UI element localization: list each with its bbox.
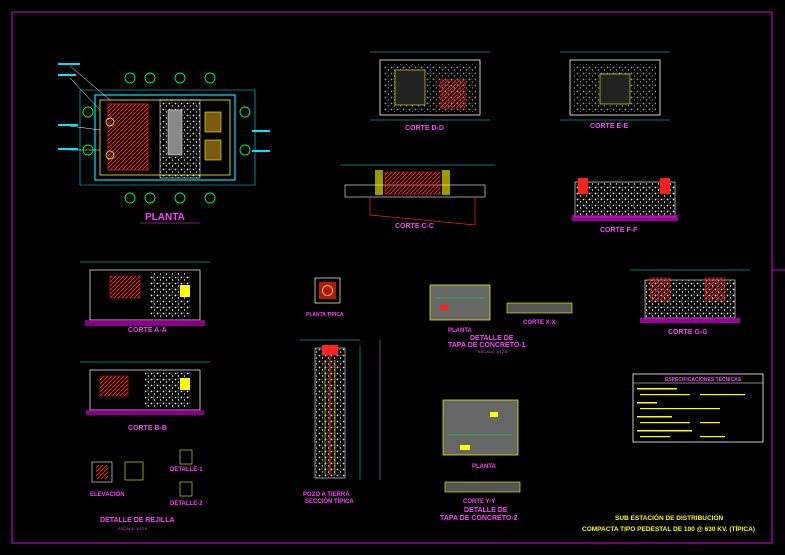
- corte-dd-view: CORTE D-D: [370, 51, 490, 132]
- tapa2-title-b: TAPA DE CONCRETO-2: [440, 515, 518, 522]
- corte-aa-title: CORTE A-A: [128, 327, 167, 334]
- tapa1-group: PLANTA CORTE X-X DETALLE DE TAPA DE CONC…: [429, 284, 573, 354]
- sheet-title-line1: SUB ESTACIÓN DE DISTRIBUCIÓN: [615, 513, 724, 522]
- corte-cc-view: CORTE C-C: [340, 164, 495, 230]
- tapa1-title-a: DETALLE DE: [470, 335, 514, 342]
- detalle-rejilla-scale: ESCALA: 1/12.5: [118, 526, 148, 531]
- sheet-border: [11, 11, 773, 544]
- sheet-title-line2: COMPACTA TIPO PEDESTAL DE 100 @ 630 KV. …: [582, 524, 755, 533]
- elevacion-title: ELEVACIÓN: [90, 490, 125, 498]
- detalle2-title: DETALLE-2: [170, 501, 203, 507]
- detalle-rejilla-title: DETALLE DE REJILLA: [100, 517, 175, 524]
- tapa2-title-a: DETALLE DE: [464, 507, 508, 514]
- sheet-title: SUB ESTACIÓN DE DISTRIBUCIÓN COMPACTA TI…: [582, 513, 755, 533]
- specs-title: ESPECIFICACIONES TÉCNICAS: [665, 375, 742, 383]
- corte-cc-title: CORTE C-C: [395, 223, 434, 230]
- corte-gg-title: CORTE G-G: [668, 329, 708, 336]
- corte-ff-title: CORTE F-F: [600, 227, 638, 234]
- planta-tipica-title: PLANTA TIPICA: [306, 312, 344, 318]
- planta-small-title: PLANTA: [448, 328, 473, 334]
- tapa1-scale: ESCALA: 1/12.5: [478, 349, 508, 354]
- planta-small2-title: PLANTA: [472, 464, 497, 470]
- specs-box: ESPECIFICACIONES TÉCNICAS: [632, 373, 764, 443]
- corte-gg-view: CORTE G-G: [630, 269, 750, 336]
- corte-bb-view: CORTE B-B: [80, 361, 210, 432]
- detalle1-title: DETALLE-1: [170, 467, 203, 473]
- corte-xx-title: CORTE X-X: [523, 320, 556, 326]
- planta-main-view: PLANTA: [58, 63, 270, 224]
- tapa1-title-b: TAPA DE CONCRETO-1: [448, 342, 526, 349]
- corte-aa-view: CORTE A-A: [80, 261, 210, 334]
- corte-dd-title: CORTE D-D: [405, 125, 444, 132]
- planta-title: PLANTA: [145, 212, 185, 223]
- corte-bb-title: CORTE B-B: [128, 425, 167, 432]
- corte-ee-view: CORTE E-E: [560, 51, 670, 130]
- pozo-title-b: SECCIÓN TÍPICA: [305, 497, 354, 505]
- planta-tipica-view: PLANTA TIPICA: [306, 277, 344, 318]
- corte-ff-view: CORTE F-F: [572, 178, 678, 234]
- corte-ee-title: CORTE E-E: [590, 123, 628, 130]
- detalle-rejilla-group: ELEVACIÓN DETALLE-1 DETALLE-2 DETALLE DE…: [90, 449, 203, 531]
- pozo-tierra-view: POZO A TIERRA SECCIÓN TÍPICA: [300, 339, 381, 505]
- tapa2-group: PLANTA CORTE Y-Y DETALLE DE TAPA DE CONC…: [440, 399, 521, 522]
- corte-yy-title: CORTE Y-Y: [463, 499, 495, 505]
- pozo-title-a: POZO A TIERRA: [303, 492, 350, 498]
